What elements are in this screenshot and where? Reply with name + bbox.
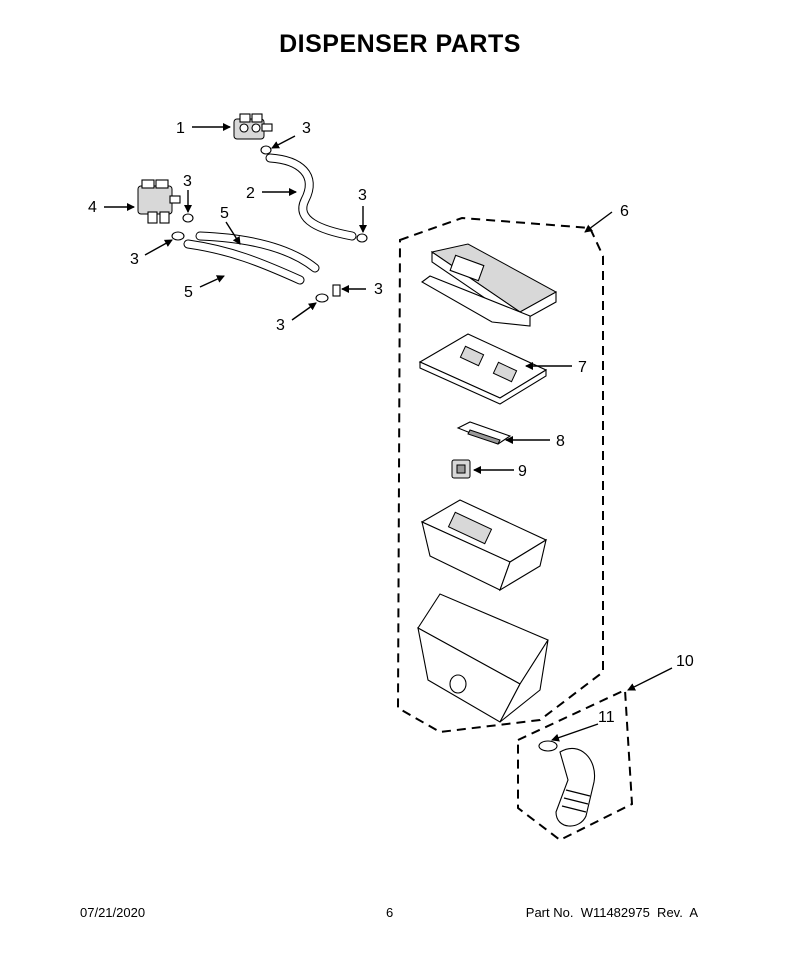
water-valve-part-4 xyxy=(137,179,181,224)
hose-ring-part-11 xyxy=(538,740,558,752)
callout-3c: 3 xyxy=(358,187,367,204)
callout-3d: 3 xyxy=(130,251,139,268)
dispenser-housing xyxy=(417,593,549,723)
dispenser-cover xyxy=(421,243,558,327)
hose-clamps-part-3 xyxy=(171,145,368,303)
bellows-hose-part-10 xyxy=(555,747,596,827)
callout-3e: 3 xyxy=(374,281,383,298)
callout-3a: 3 xyxy=(302,120,311,137)
dispenser-drawer xyxy=(420,499,548,592)
footer-date: 07/21/2020 xyxy=(80,905,146,920)
callout-8: 8 xyxy=(556,433,565,450)
leader-lines xyxy=(104,123,673,742)
callout-6: 6 xyxy=(620,203,629,220)
tray-cover-part-7 xyxy=(418,333,548,405)
valve-cap-part-9 xyxy=(451,459,471,479)
assembly-outline-part-6 xyxy=(396,216,604,734)
callout-5a: 5 xyxy=(220,205,229,222)
assembly-outline-part-10 xyxy=(517,688,634,842)
callout-4: 4 xyxy=(88,199,97,216)
hose-part-2 xyxy=(265,153,357,241)
callout-10: 10 xyxy=(676,653,694,670)
callout-7: 7 xyxy=(578,359,587,376)
page-title: DISPENSER PARTS xyxy=(279,30,521,58)
callouts: 1 2 3 3 3 3 3 4 5 5 6 7 8 9 10 11 3 xyxy=(88,120,694,726)
callout-9: 9 xyxy=(518,463,527,480)
callout-11: 11 xyxy=(598,709,615,726)
callout-3f: 3 xyxy=(276,317,285,334)
callout-1: 1 xyxy=(176,120,185,137)
footer-part-number: Part No. W11482975 Rev. A xyxy=(525,905,698,920)
siphon-part-8 xyxy=(456,421,512,445)
callout-2: 2 xyxy=(246,185,255,202)
hose-part-5 xyxy=(183,231,320,285)
footer-page-number: 6 xyxy=(386,905,394,920)
callout-5b: 5 xyxy=(184,284,193,301)
water-valve-part-1 xyxy=(233,113,273,140)
callout-3b: 3 xyxy=(183,173,192,190)
